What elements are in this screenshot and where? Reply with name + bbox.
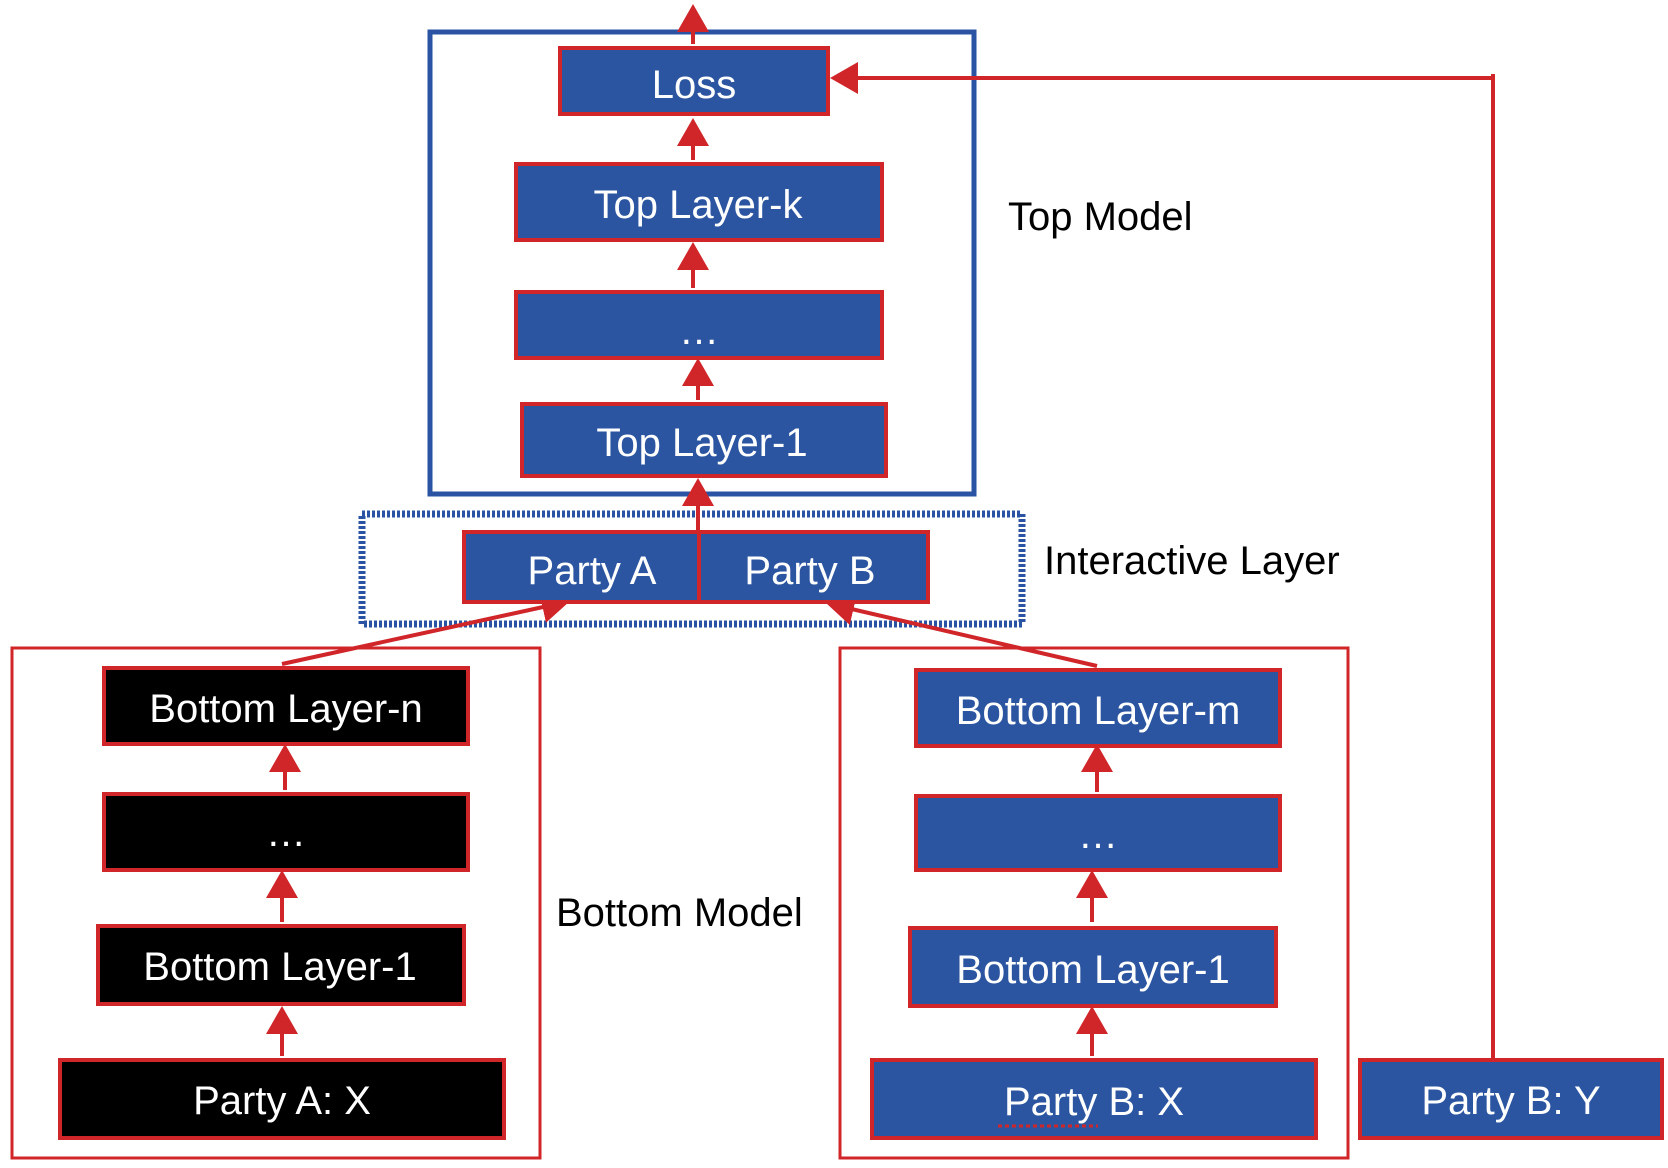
arrow-a-layern-to-party-a (281, 591, 570, 666)
party-a-interactive-label: Party A (528, 549, 657, 593)
a-bottom-ellipsis-label: … (266, 811, 306, 855)
interactive-layer-label: Interactive Layer (1044, 539, 1340, 583)
b-bottom-ellipsis-box: … (914, 794, 1282, 872)
loss-label: Loss (652, 63, 737, 107)
a-bottom-layer-n-label: Bottom Layer-n (149, 687, 422, 731)
a-input-label: Party A: X (193, 1079, 371, 1123)
top-ellipsis-box: … (514, 290, 884, 360)
top-layer-1-label: Top Layer-1 (596, 421, 807, 465)
b-bottom-layer-m-label: Bottom Layer-m (956, 689, 1241, 733)
bottom-model-label: Bottom Model (556, 891, 803, 935)
a-bottom-layer-1-label: Bottom Layer-1 (143, 945, 416, 989)
b-input-label: Party B: X (1004, 1080, 1184, 1124)
b-bottom-ellipsis-label: … (1078, 813, 1118, 857)
top-layer-1-box: Top Layer-1 (520, 402, 888, 478)
b-bottom-layer-1-box: Bottom Layer-1 (908, 926, 1278, 1008)
top-layer-k-box: Top Layer-k (514, 162, 884, 242)
b-y-input-label: Party B: Y (1421, 1079, 1600, 1123)
a-bottom-layer-1-box: Bottom Layer-1 (96, 924, 466, 1006)
party-a-bottom-frame (10, 646, 542, 1160)
party-b-bottom-frame (838, 646, 1350, 1160)
interactive-box: Party A Party B (462, 530, 930, 604)
b-input-box: Party B: X (870, 1058, 1318, 1140)
a-bottom-ellipsis-box: … (102, 792, 470, 872)
party-b-interactive-label: Party B (744, 549, 875, 593)
loss-box: Loss (558, 46, 830, 116)
top-ellipsis-label: … (679, 309, 719, 353)
a-bottom-layer-n-box: Bottom Layer-n (102, 666, 470, 746)
top-model-label: Top Model (1008, 195, 1193, 239)
b-bottom-layer-m-box: Bottom Layer-m (914, 668, 1282, 748)
interactive-layer-frame (358, 510, 1026, 628)
top-layer-k-label: Top Layer-k (594, 183, 804, 227)
label-path-y-to-loss (1491, 74, 1495, 1058)
b-y-input-box: Party B: Y (1358, 1058, 1664, 1140)
b-bottom-layer-1-label: Bottom Layer-1 (956, 948, 1229, 992)
arrow-b-layerm-to-party-b (826, 593, 1098, 668)
a-input-box: Party A: X (58, 1058, 506, 1140)
